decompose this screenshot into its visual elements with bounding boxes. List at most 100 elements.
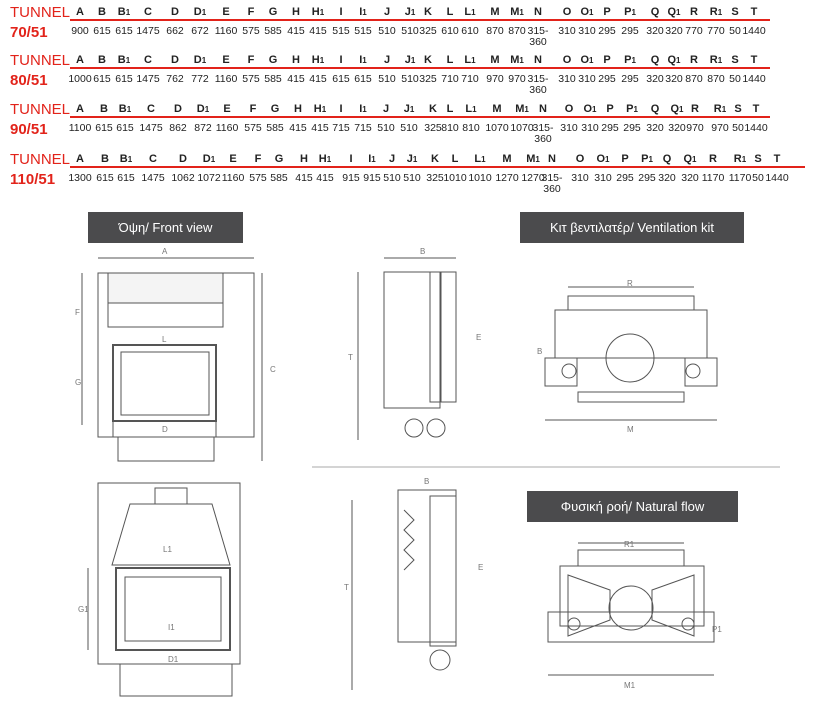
dimension-value: 415 (295, 172, 313, 184)
dimension-value: 295 (598, 25, 616, 37)
dimension-value: 315- 360 (541, 172, 563, 195)
column-header: E (229, 153, 237, 165)
column-header: M1 (515, 103, 529, 115)
column-header: L1 (464, 6, 476, 18)
column-header: I1 (359, 6, 367, 18)
column-header: L1 (465, 103, 477, 115)
column-header: L (446, 103, 454, 115)
column-header: Q1 (667, 6, 681, 18)
dimension-value: 1440 (765, 172, 789, 184)
svg-text:E: E (476, 333, 481, 342)
dimension-value: 320 (646, 122, 664, 134)
dimension-value: 1000 (68, 73, 92, 85)
dimension-value: 310 (571, 172, 589, 184)
table-model: 110/51 (10, 171, 56, 188)
column-header: O1 (596, 153, 610, 165)
dimension-value: 810 (441, 122, 459, 134)
dimension-value: 50 (729, 25, 741, 37)
dimension-value: 310 (560, 122, 578, 134)
column-header: J1 (403, 103, 415, 115)
column-header: I (349, 153, 353, 165)
dimension-value: 575 (244, 122, 262, 134)
dimension-value: 615 (354, 73, 372, 85)
dimension-value: 585 (266, 122, 284, 134)
table-product-name: TUNNEL (10, 4, 71, 21)
dimension-value: 970 (508, 73, 526, 85)
column-header: M (502, 153, 512, 165)
dimension-value: 772 (191, 73, 209, 85)
front-view-caption: Όψη/ Front view (88, 212, 243, 243)
dimension-value: 870 (508, 25, 526, 37)
column-header: I1 (359, 103, 367, 115)
dimension-value: 575 (249, 172, 267, 184)
column-header: C (144, 54, 152, 66)
dimension-value: 672 (191, 25, 209, 37)
dimension-value: 575 (242, 73, 260, 85)
column-header: O1 (580, 6, 594, 18)
column-header: K (424, 54, 432, 66)
dimension-value: 1170 (728, 172, 752, 184)
svg-text:B: B (420, 247, 425, 256)
column-header: M1 (510, 54, 524, 66)
column-header: J1 (404, 54, 416, 66)
dimension-value: 510 (403, 172, 421, 184)
column-header: H (292, 54, 300, 66)
column-header: A (76, 54, 84, 66)
svg-text:E: E (478, 563, 483, 572)
column-header: D1 (193, 54, 207, 66)
column-header: N (534, 54, 542, 66)
table-divider (70, 67, 770, 69)
dimension-value: 710 (441, 73, 459, 85)
svg-text:M1: M1 (624, 681, 636, 690)
svg-text:F: F (75, 308, 80, 317)
dimension-value: 320 (668, 122, 686, 134)
dimension-value: 862 (169, 122, 187, 134)
table-product-name: TUNNEL (10, 151, 71, 168)
column-header: H1 (311, 6, 325, 18)
dimension-value: 310 (578, 73, 596, 85)
svg-text:M: M (627, 425, 634, 434)
column-header: B (98, 54, 106, 66)
column-header: Q (650, 54, 660, 66)
column-header: T (752, 103, 760, 115)
column-header: F (247, 6, 255, 18)
column-header: S (731, 6, 739, 18)
dimension-value: 310 (581, 122, 599, 134)
column-header: L1 (464, 54, 476, 66)
column-header: Q1 (683, 153, 697, 165)
dimension-value: 510 (401, 25, 419, 37)
dimension-value: 50 (752, 172, 764, 184)
dimension-value: 1440 (742, 73, 766, 85)
svg-text:I1: I1 (168, 623, 175, 632)
table-model: 80/51 (10, 72, 48, 89)
front-view-drawing (81, 257, 263, 462)
dimension-value: 295 (621, 73, 639, 85)
dimension-value: 320 (646, 73, 664, 85)
column-header: D (179, 153, 187, 165)
dimension-value: 310 (578, 25, 596, 37)
column-header: F (247, 54, 255, 66)
column-header: A (76, 6, 84, 18)
dimension-value: 295 (638, 172, 656, 184)
dimension-value: 515 (354, 25, 372, 37)
svg-text:B: B (537, 347, 542, 356)
dimension-value: 295 (616, 172, 634, 184)
dimension-value: 310 (594, 172, 612, 184)
dimension-value: 1160 (215, 122, 239, 134)
column-header: R (690, 6, 698, 18)
dimension-value: 610 (461, 25, 479, 37)
svg-text:D1: D1 (168, 655, 179, 664)
dimension-value: 762 (166, 73, 184, 85)
column-header: O (575, 153, 585, 165)
table-product-name: TUNNEL (10, 52, 71, 69)
dimension-value: 615 (95, 122, 113, 134)
column-header: D1 (202, 153, 216, 165)
dimension-value: 715 (332, 122, 350, 134)
column-header: J1 (406, 153, 418, 165)
column-header: P1 (624, 54, 636, 66)
dimension-value: 295 (621, 25, 639, 37)
column-header: M1 (526, 153, 540, 165)
svg-text:D: D (162, 425, 168, 434)
column-header: Q1 (667, 54, 681, 66)
column-header: D1 (196, 103, 210, 115)
